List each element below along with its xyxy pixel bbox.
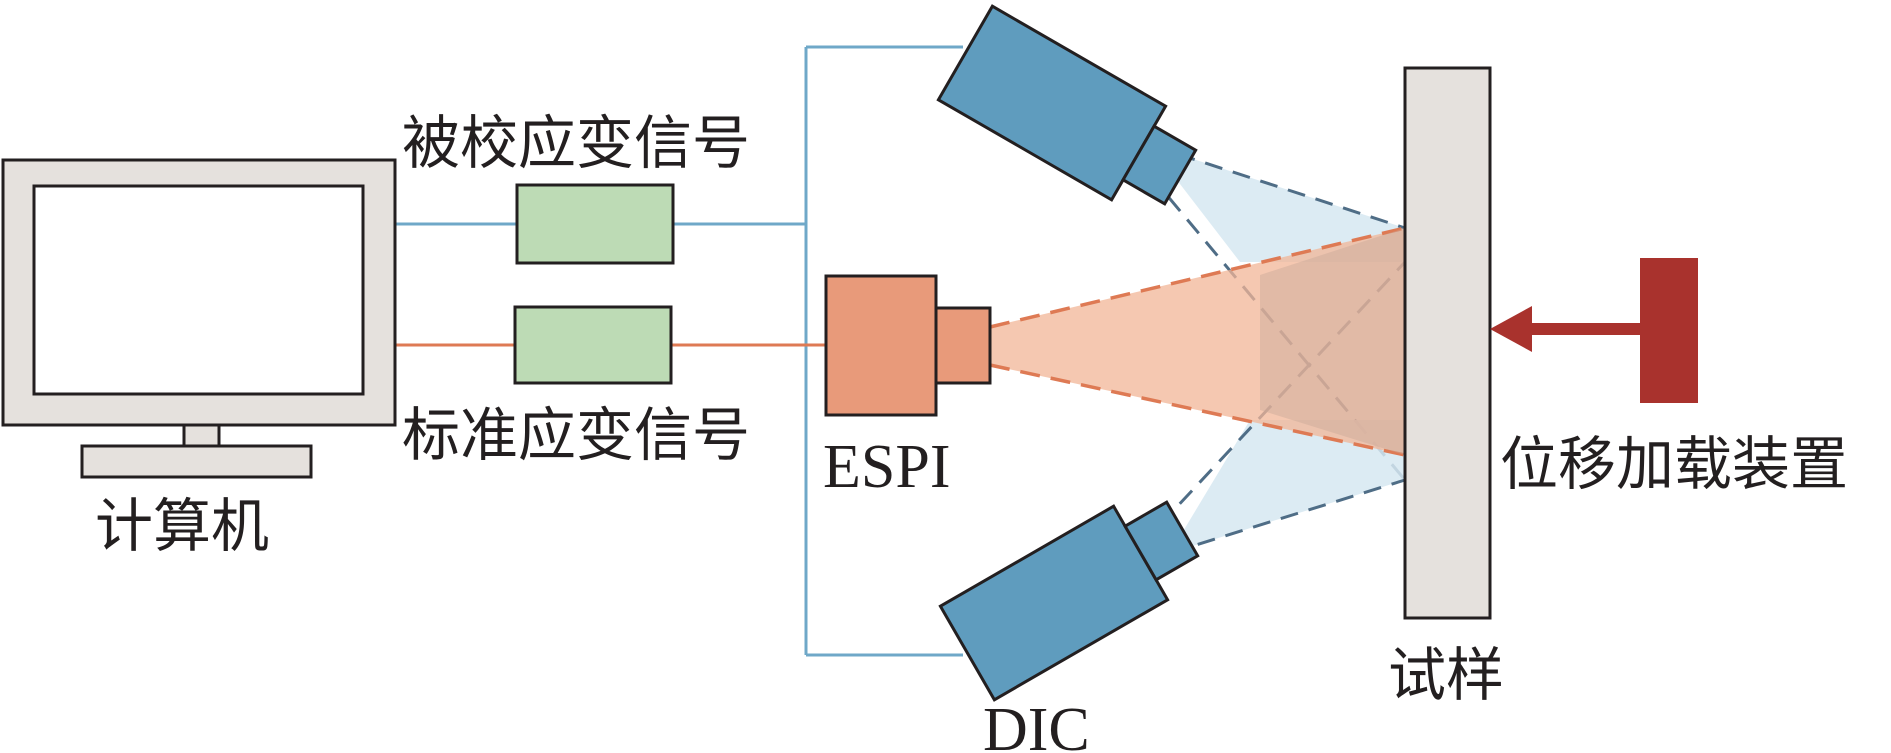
specimen-plate — [1403, 66, 1492, 620]
standard-signal-amplifier — [513, 305, 673, 385]
load-arrow-icon — [1490, 306, 1532, 352]
loading-device-label: 位移加载装置 — [1500, 430, 1848, 498]
displacement-loading-device — [1490, 258, 1698, 403]
standard-signal-label: 标准应变信号 — [402, 401, 750, 469]
dic-camera-bottom — [938, 500, 1200, 702]
specimen-label: 试样 — [1388, 641, 1504, 709]
beam-overlap-region — [1260, 228, 1405, 455]
calibrated-signal-wire — [395, 45, 963, 657]
calibrated-signal-label: 被校应变信号 — [402, 109, 750, 177]
espi-illumination-beam — [989, 226, 1406, 457]
computer-label: 计算机 — [95, 492, 269, 560]
dic-label: DIC — [983, 696, 1090, 753]
computer-monitor — [1, 158, 397, 479]
espi-label: ESPI — [823, 433, 950, 501]
calibrated-signal-amplifier — [515, 183, 675, 265]
dic-camera-top — [936, 4, 1198, 206]
espi-camera — [824, 274, 992, 417]
